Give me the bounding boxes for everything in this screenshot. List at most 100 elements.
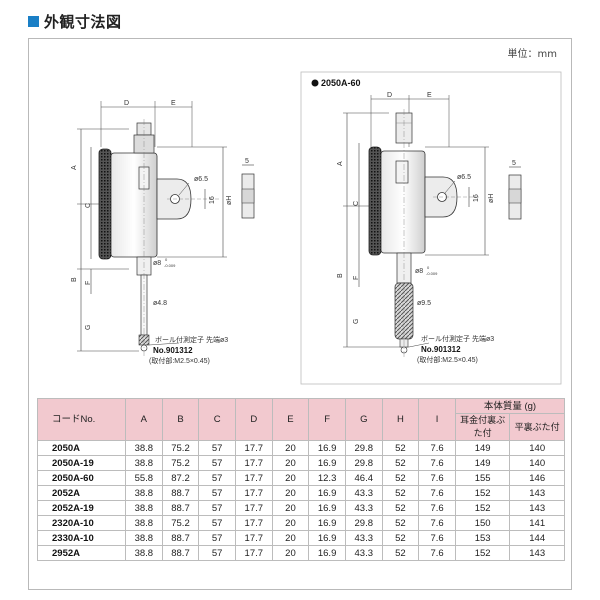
cell-a: 55.8	[125, 470, 163, 486]
cell-m2: 143	[509, 485, 565, 501]
col-header-mass-lug: 耳金付裏ぶた付	[454, 413, 511, 441]
right-dim-A: A	[337, 161, 344, 166]
cell-e: 20	[271, 470, 310, 486]
cell-f: 16.9	[308, 545, 346, 561]
cell-m1: 149	[454, 440, 511, 456]
left-dim-16: 16	[209, 196, 216, 204]
unit-label: 単位：mm	[507, 49, 557, 60]
cell-f: 16.9	[308, 485, 346, 501]
left-dim-E: E	[171, 100, 176, 107]
right-part-no: No.901312	[421, 345, 461, 354]
cell-h: 52	[381, 470, 420, 486]
cell-h: 52	[381, 545, 420, 561]
cell-m2: 140	[509, 440, 565, 456]
cell-e: 20	[271, 455, 310, 471]
dimension-panel: 単位：mm D E	[28, 38, 572, 590]
cell-f: 16.9	[308, 455, 346, 471]
cell-d: 17.7	[234, 515, 273, 531]
cell-h: 52	[381, 530, 420, 546]
right-dim-F: F	[353, 276, 360, 280]
cell-f: 16.9	[308, 530, 346, 546]
cell-m2: 143	[509, 545, 565, 561]
cell-a: 38.8	[125, 455, 163, 471]
cell-i: 7.6	[418, 500, 456, 516]
right-dim-C: C	[353, 201, 360, 206]
left-dim-d65: ø6.5	[194, 176, 208, 183]
right-dim-D: D	[387, 92, 392, 99]
cell-m1: 149	[454, 455, 511, 471]
cell-i: 7.6	[418, 440, 456, 456]
cell-b: 88.7	[161, 545, 200, 561]
cell-m2: 146	[509, 470, 565, 486]
right-dim-w5: 5	[512, 160, 516, 167]
cell-i: 7.6	[418, 455, 456, 471]
cell-b: 75.2	[161, 515, 200, 531]
left-dim-d8: ø8	[153, 260, 161, 267]
cell-h: 52	[381, 455, 420, 471]
cell-e: 20	[271, 500, 310, 516]
right-dim-d8: ø8	[415, 268, 423, 275]
left-dim-C: C	[85, 203, 92, 208]
cell-g: 29.8	[344, 515, 383, 531]
cell-c: 57	[198, 440, 236, 456]
cell-i: 7.6	[418, 485, 456, 501]
right-dim-B: B	[337, 273, 344, 278]
cell-m1: 152	[454, 485, 511, 501]
cell-g: 43.3	[344, 530, 383, 546]
cell-e: 20	[271, 515, 310, 531]
spec-table: コードNo. A B C D E F G H I 本体質量 (g) 耳金付裏ぶた…	[37, 398, 566, 561]
cell-g: 43.3	[344, 500, 383, 516]
right-probe-label: ボール付測定子 先端ø3	[421, 334, 494, 343]
cell-i: 7.6	[418, 515, 456, 531]
cell-f: 16.9	[308, 500, 346, 516]
cell-code: 2050A-19	[37, 455, 126, 471]
cell-d: 17.7	[234, 545, 273, 561]
cell-f: 16.9	[308, 440, 346, 456]
cell-h: 52	[381, 515, 420, 531]
right-gauge-drawing: 2050A-60 D E A B C F G	[311, 78, 522, 364]
cell-a: 38.8	[125, 440, 163, 456]
cell-d: 17.7	[234, 500, 273, 516]
left-dim-B: B	[71, 277, 78, 282]
right-dim-d8-tol2: -0.009	[426, 271, 438, 276]
cell-code: 2330A-10	[37, 530, 126, 546]
left-part-no: No.901312	[153, 346, 193, 355]
left-dim-G: G	[85, 325, 92, 330]
cell-code: 2050A	[37, 440, 126, 456]
cell-g: 29.8	[344, 440, 383, 456]
cell-b: 88.7	[161, 530, 200, 546]
cell-f: 16.9	[308, 515, 346, 531]
right-drawing-frame	[300, 71, 562, 385]
cell-m2: 143	[509, 500, 565, 516]
cell-f: 12.3	[308, 470, 346, 486]
cell-m2: 141	[509, 515, 565, 531]
cell-h: 52	[381, 440, 420, 456]
cell-m2: 140	[509, 455, 565, 471]
left-dim-d8-tol: 0	[165, 257, 168, 262]
cell-a: 38.8	[125, 485, 163, 501]
cell-e: 20	[271, 545, 310, 561]
cell-b: 75.2	[161, 440, 200, 456]
right-dim-d65: ø6.5	[457, 174, 471, 181]
col-header-mass: 本体質量 (g)	[454, 398, 566, 414]
right-mount: (取付部:M2.5×0.45)	[417, 355, 478, 364]
left-dim-w5: 5	[245, 158, 249, 165]
cell-c: 57	[198, 470, 236, 486]
cell-c: 57	[198, 485, 236, 501]
cell-code: 2052A	[37, 485, 126, 501]
cell-code: 2050A-60	[37, 470, 126, 486]
cell-m1: 155	[454, 470, 511, 486]
cell-e: 20	[271, 440, 310, 456]
cell-i: 7.6	[418, 545, 456, 561]
right-dim-d95: ø9.5	[417, 300, 431, 307]
cell-b: 88.7	[161, 500, 200, 516]
col-header-f: F	[308, 398, 346, 441]
cell-h: 52	[381, 500, 420, 516]
right-dim-d8-tol: 0	[427, 265, 430, 270]
cell-g: 43.3	[344, 545, 383, 561]
right-dim-E: E	[427, 92, 432, 99]
